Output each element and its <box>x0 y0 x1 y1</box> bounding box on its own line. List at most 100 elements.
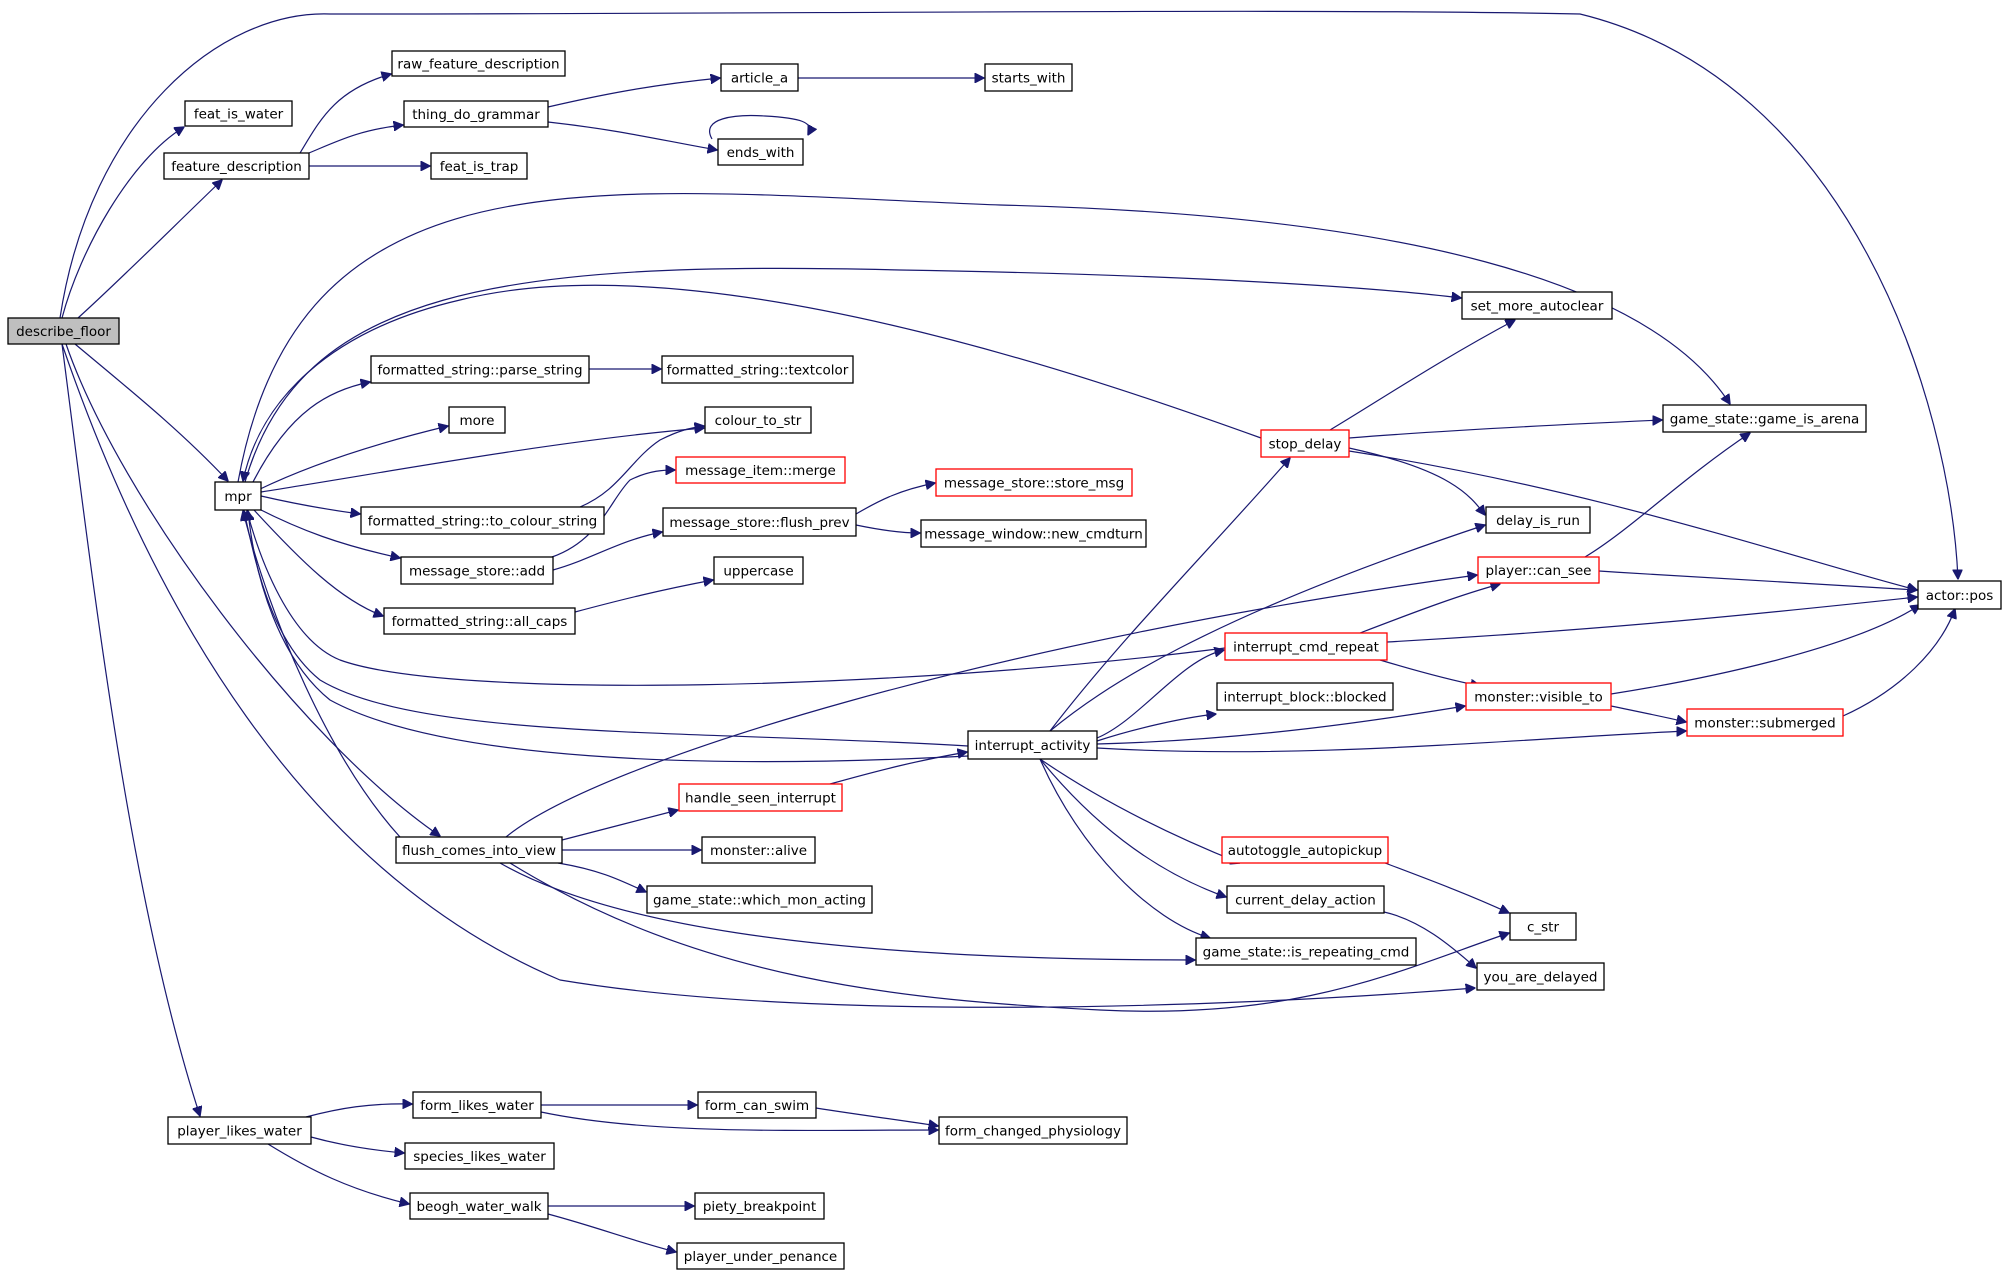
node-box[interactable] <box>717 138 804 166</box>
node-box[interactable] <box>678 783 843 812</box>
node-form-likes-water[interactable]: form_likes_water <box>412 1091 542 1119</box>
node-box[interactable] <box>409 1192 549 1220</box>
node-box[interactable] <box>1662 404 1867 433</box>
node-article-a[interactable]: article_a <box>720 63 799 92</box>
node-feat-is-trap[interactable]: feat_is_trap <box>430 152 528 180</box>
node-box[interactable] <box>1224 632 1388 661</box>
node-box[interactable] <box>395 836 563 864</box>
node-box[interactable] <box>1477 556 1600 584</box>
node-ends-with[interactable]: ends_with <box>717 138 804 166</box>
node-box[interactable] <box>404 1142 555 1170</box>
node-to-colour-string[interactable]: formatted_string::to_colour_string <box>360 506 605 535</box>
node-box[interactable] <box>448 406 506 434</box>
node-box[interactable] <box>1509 912 1577 941</box>
node-box[interactable] <box>676 1242 845 1270</box>
node-box[interactable] <box>7 317 120 345</box>
node-box[interactable] <box>163 152 310 180</box>
node-box[interactable] <box>1461 291 1613 320</box>
node-box[interactable] <box>1216 682 1394 711</box>
node-textcolor[interactable]: formatted_string::textcolor <box>661 355 854 384</box>
node-player-under-penance[interactable]: player_under_penance <box>676 1242 845 1270</box>
node-box[interactable] <box>403 100 549 128</box>
node-raw-feature-description[interactable]: raw_feature_description <box>391 50 566 77</box>
node-thing-do-grammar[interactable]: thing_do_grammar <box>403 100 549 128</box>
node-box[interactable] <box>1917 580 2002 610</box>
node-box[interactable] <box>1686 708 1844 737</box>
node-box[interactable] <box>1260 429 1350 458</box>
node-flush-prev[interactable]: message_store::flush_prev <box>662 507 857 537</box>
node-box[interactable] <box>694 1192 825 1220</box>
node-box[interactable] <box>400 556 554 585</box>
node-box[interactable] <box>167 1116 312 1145</box>
node-visible-to[interactable]: monster::visible_to <box>1465 682 1612 711</box>
node-game-is-arena[interactable]: game_state::game_is_arena <box>1662 404 1867 433</box>
node-new-cmdturn[interactable]: message_window::new_cmdturn <box>920 519 1147 548</box>
node-box[interactable] <box>675 456 846 484</box>
node-is-repeating-cmd[interactable]: game_state::is_repeating_cmd <box>1195 937 1417 966</box>
node-box[interactable] <box>661 355 854 384</box>
node-parse-string[interactable]: formatted_string::parse_string <box>370 355 590 384</box>
node-stop-delay[interactable]: stop_delay <box>1260 429 1350 458</box>
node-box[interactable] <box>1195 937 1417 966</box>
node-actor-pos[interactable]: actor::pos <box>1917 580 2002 610</box>
node-all-caps[interactable]: formatted_string::all_caps <box>383 607 576 635</box>
node-monster-alive[interactable]: monster::alive <box>701 836 816 864</box>
node-flush-comes-into-view[interactable]: flush_comes_into_view <box>395 836 563 864</box>
node-feat-is-water[interactable]: feat_is_water <box>184 100 293 127</box>
node-box[interactable] <box>1476 962 1605 991</box>
node-box[interactable] <box>430 152 528 180</box>
node-player-likes-water[interactable]: player_likes_water <box>167 1116 312 1145</box>
node-store-msg[interactable]: message_store::store_msg <box>935 468 1133 497</box>
node-player-can-see[interactable]: player::can_see <box>1477 556 1600 584</box>
node-box[interactable] <box>935 468 1133 497</box>
node-form-changed-physiology[interactable]: form_changed_physiology <box>938 1116 1128 1145</box>
node-autotoggle-autopickup[interactable]: autotoggle_autopickup <box>1221 836 1389 864</box>
node-box[interactable] <box>920 519 1147 548</box>
node-box[interactable] <box>391 50 566 77</box>
node-you-are-delayed[interactable]: you_are_delayed <box>1476 962 1605 991</box>
node-species-likes-water[interactable]: species_likes_water <box>404 1142 555 1170</box>
node-box[interactable] <box>984 63 1073 92</box>
node-more[interactable]: more <box>448 406 506 434</box>
node-box[interactable] <box>370 355 590 384</box>
node-add[interactable]: message_store::add <box>400 556 554 585</box>
node-merge[interactable]: message_item::merge <box>675 456 846 484</box>
node-box[interactable] <box>1465 682 1612 711</box>
node-delay-is-run[interactable]: delay_is_run <box>1485 506 1591 534</box>
node-box[interactable] <box>662 507 857 537</box>
node-box[interactable] <box>1221 836 1389 864</box>
node-current-delay-action[interactable]: current_delay_action <box>1226 885 1385 914</box>
node-mpr[interactable]: mpr <box>214 481 262 511</box>
node-interrupt-cmd-repeat[interactable]: interrupt_cmd_repeat <box>1224 632 1388 661</box>
node-box[interactable] <box>701 836 816 864</box>
node-box[interactable] <box>697 1091 817 1119</box>
node-form-can-swim[interactable]: form_can_swim <box>697 1091 817 1119</box>
node-starts-with[interactable]: starts_with <box>984 63 1073 92</box>
node-handle-seen-interrupt[interactable]: handle_seen_interrupt <box>678 783 843 812</box>
node-box[interactable] <box>720 63 799 92</box>
node-box[interactable] <box>412 1091 542 1119</box>
node-box[interactable] <box>383 607 576 635</box>
node-which-mon-acting[interactable]: game_state::which_mon_acting <box>646 885 873 914</box>
node-piety-breakpoint[interactable]: piety_breakpoint <box>694 1192 825 1220</box>
node-box[interactable] <box>713 556 804 585</box>
node-blocked[interactable]: interrupt_block::blocked <box>1216 682 1394 711</box>
node-box[interactable] <box>646 885 873 914</box>
node-interrupt-activity[interactable]: interrupt_activity <box>967 730 1098 760</box>
node-set-more-autoclear[interactable]: set_more_autoclear <box>1461 291 1613 320</box>
node-box[interactable] <box>360 506 605 535</box>
node-feature-description[interactable]: feature_description <box>163 152 310 180</box>
node-uppercase[interactable]: uppercase <box>713 556 804 585</box>
node-box[interactable] <box>704 406 812 434</box>
node-submerged[interactable]: monster::submerged <box>1686 708 1844 737</box>
node-box[interactable] <box>184 100 293 127</box>
node-describe-floor[interactable]: describe_floor <box>7 317 120 345</box>
node-beogh-water-walk[interactable]: beogh_water_walk <box>409 1192 549 1220</box>
node-box[interactable] <box>938 1116 1128 1145</box>
node-colour-to-str[interactable]: colour_to_str <box>704 406 812 434</box>
node-box[interactable] <box>1485 506 1591 534</box>
node-c-str[interactable]: c_str <box>1509 912 1577 941</box>
node-box[interactable] <box>214 481 262 511</box>
node-box[interactable] <box>967 730 1098 760</box>
node-box[interactable] <box>1226 885 1385 914</box>
